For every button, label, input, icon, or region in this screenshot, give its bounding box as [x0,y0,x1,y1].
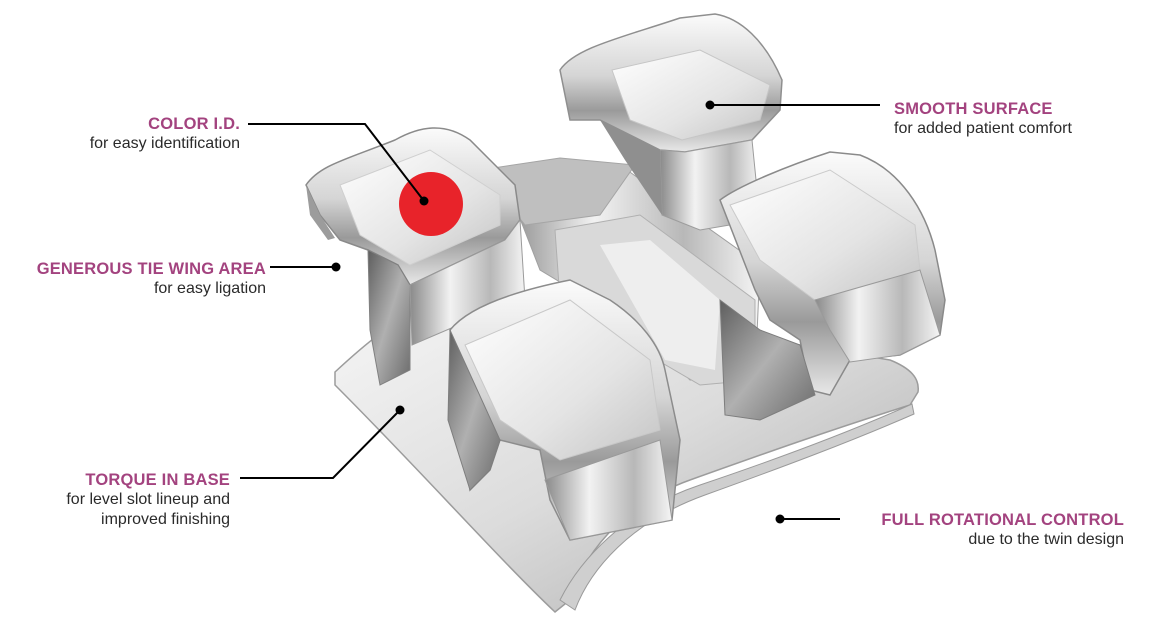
callout-tie-wing: GENEROUS TIE WING AREA for easy ligation [37,259,266,299]
bracket-illustration [305,13,946,613]
callout-torque-base-title: TORQUE IN BASE [85,471,230,489]
callout-rotational-title: FULL ROTATIONAL CONTROL [881,511,1124,529]
callout-torque-base: TORQUE IN BASE for level slot lineup and… [66,470,230,530]
endpoint-smooth-surface [705,100,715,110]
callout-torque-base-sub1: for level slot lineup and [66,491,230,508]
callout-color-id-sub: for easy identification [89,135,240,152]
callout-smooth-surface-title: SMOOTH SURFACE [894,100,1053,118]
endpoint-rotational [775,514,785,524]
callout-rotational-sub: due to the twin design [968,531,1124,548]
endpoint-color-id [419,196,429,206]
callout-torque-base-sub2: improved finishing [101,511,230,528]
endpoint-torque-base [395,405,405,415]
callout-color-id-title: COLOR I.D. [148,115,240,133]
callout-smooth-surface-sub: for added patient comfort [894,120,1072,137]
leader-lines [240,104,880,520]
leader-torque-base [240,409,401,479]
callout-rotational: FULL ROTATIONAL CONTROL due to the twin … [881,510,1124,550]
callout-color-id: COLOR I.D. for easy identification [90,114,240,154]
callout-tie-wing-title: GENEROUS TIE WING AREA [36,260,266,278]
endpoint-tie-wing [331,262,341,272]
leader-color-id [248,123,425,202]
callout-smooth-surface: SMOOTH SURFACE for added patient comfort [894,99,1072,139]
callout-tie-wing-sub: for easy ligation [153,280,266,297]
leader-endpoints [331,100,785,524]
